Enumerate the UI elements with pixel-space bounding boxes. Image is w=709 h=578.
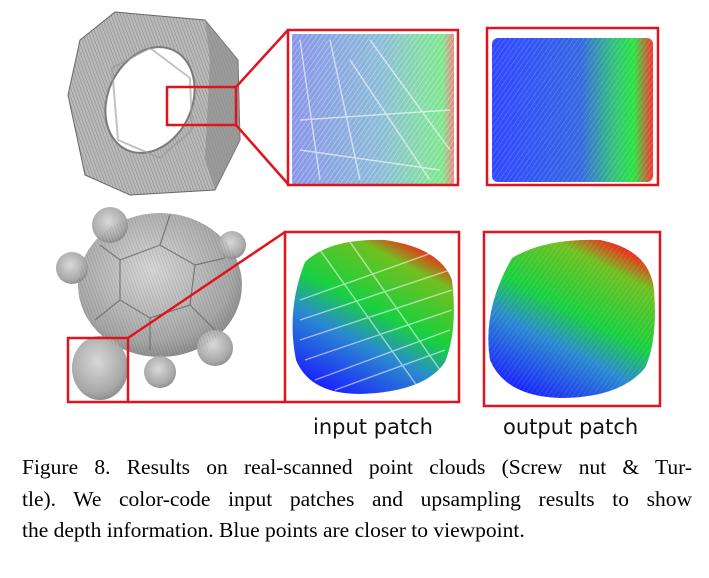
nut-highlight-box [165,85,238,127]
turtle-input-patch [283,230,461,404]
nut-zoom-line-bottom [235,124,289,185]
figure-panels [56,11,662,408]
screw-nut-scan [67,11,241,196]
caption-line: tle). We color-code input patches and up… [22,486,692,511]
turtle-highlight-box [66,336,130,404]
nut-zoom-line-top [235,29,289,88]
figure-caption: Figure 8. Results on real-scanned point … [22,452,692,547]
output-patch-label: output patch [503,415,639,439]
nut-output-patch [485,26,660,187]
turtle-output-patch [482,230,662,408]
turtle-scan [56,207,246,400]
nut-input-patch [286,28,460,187]
turtle-zoom-line-top [127,230,286,340]
input-patch-label: input patch [313,415,433,439]
caption-line: the depth information. Blue points are c… [22,518,525,542]
caption-line: Figure 8. Results on real-scanned point … [22,455,692,479]
